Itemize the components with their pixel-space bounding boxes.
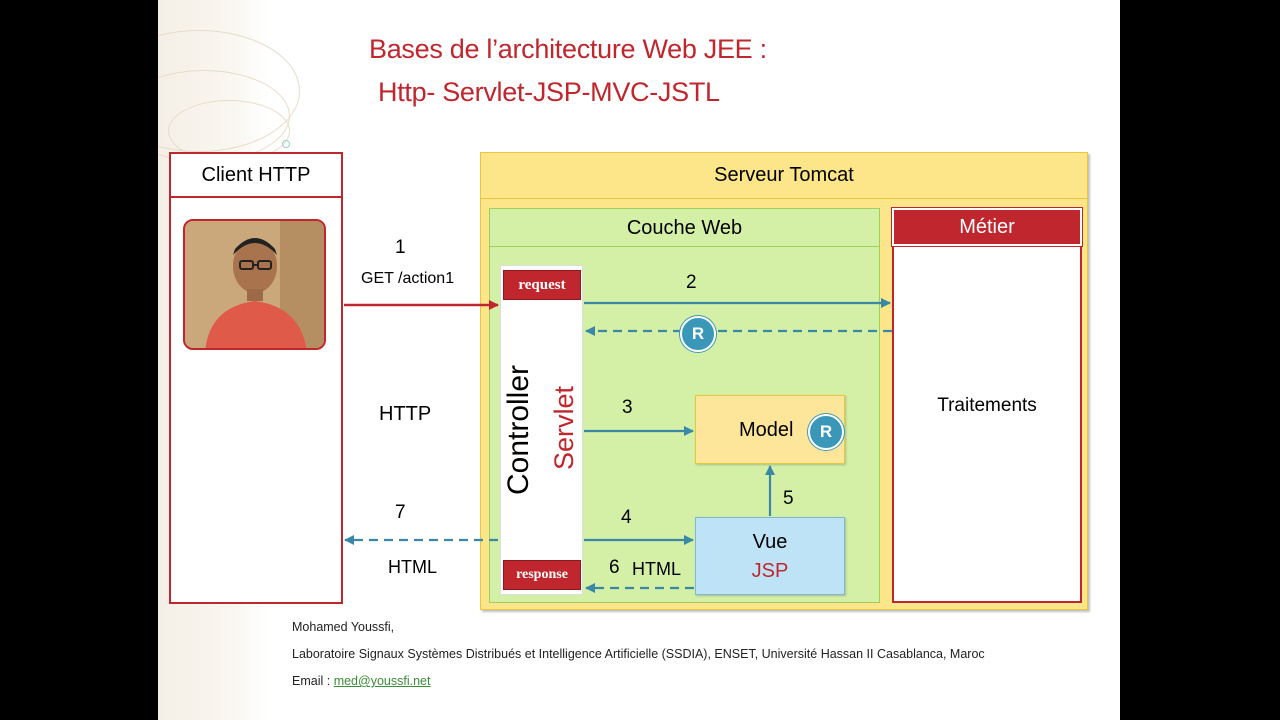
web-layer-divider (489, 246, 880, 247)
step2-number: 2 (686, 272, 697, 293)
title-line2: Http- Servlet-JSP-MVC-JSTL (378, 77, 720, 107)
step1-number: 1 (395, 237, 406, 258)
step6-text: HTML (632, 559, 681, 579)
step7-text: HTML (388, 557, 437, 577)
title-line1: Bases de l’architecture Web JEE : (369, 34, 767, 64)
vue-box (695, 517, 845, 595)
client-header: Client HTTP (169, 152, 343, 198)
step5-number: 5 (783, 488, 794, 509)
footer-email-link[interactable]: med@youssfi.net (333, 674, 431, 688)
response-tag: response (503, 560, 581, 590)
tomcat-header: Serveur Tomcat (714, 164, 854, 186)
step1-text: GET /action1 (361, 270, 455, 287)
deco-dot (282, 140, 290, 148)
footer-email-row: Email : med@youssfi.net (292, 674, 430, 688)
http-label: HTTP (379, 403, 432, 425)
controller-column (500, 265, 583, 595)
return-r-badge: R (680, 316, 716, 352)
model-r-badge: R (808, 414, 844, 450)
step7-number: 7 (395, 502, 406, 523)
footer-email-label: Email : (292, 674, 334, 688)
metier-box (892, 208, 1082, 603)
jsp-label: JSP (751, 560, 789, 582)
web-layer-header: Couche Web (626, 217, 743, 239)
vue-label: Vue (752, 531, 788, 553)
step3-number: 3 (622, 397, 633, 418)
model-label: Model (739, 419, 794, 441)
footer-lab: Laboratoire Signaux Systèmes Distribués … (292, 647, 985, 661)
footer-author: Mohamed Youssfi, (292, 620, 395, 634)
step4-number: 4 (621, 507, 632, 528)
metier-header: Métier (891, 207, 1083, 247)
request-tag: request (503, 270, 581, 300)
tomcat-header-divider (480, 198, 1088, 199)
traitements-label: Traitements (937, 395, 1037, 416)
avatar (183, 219, 326, 350)
step6-number: 6 (609, 557, 620, 578)
